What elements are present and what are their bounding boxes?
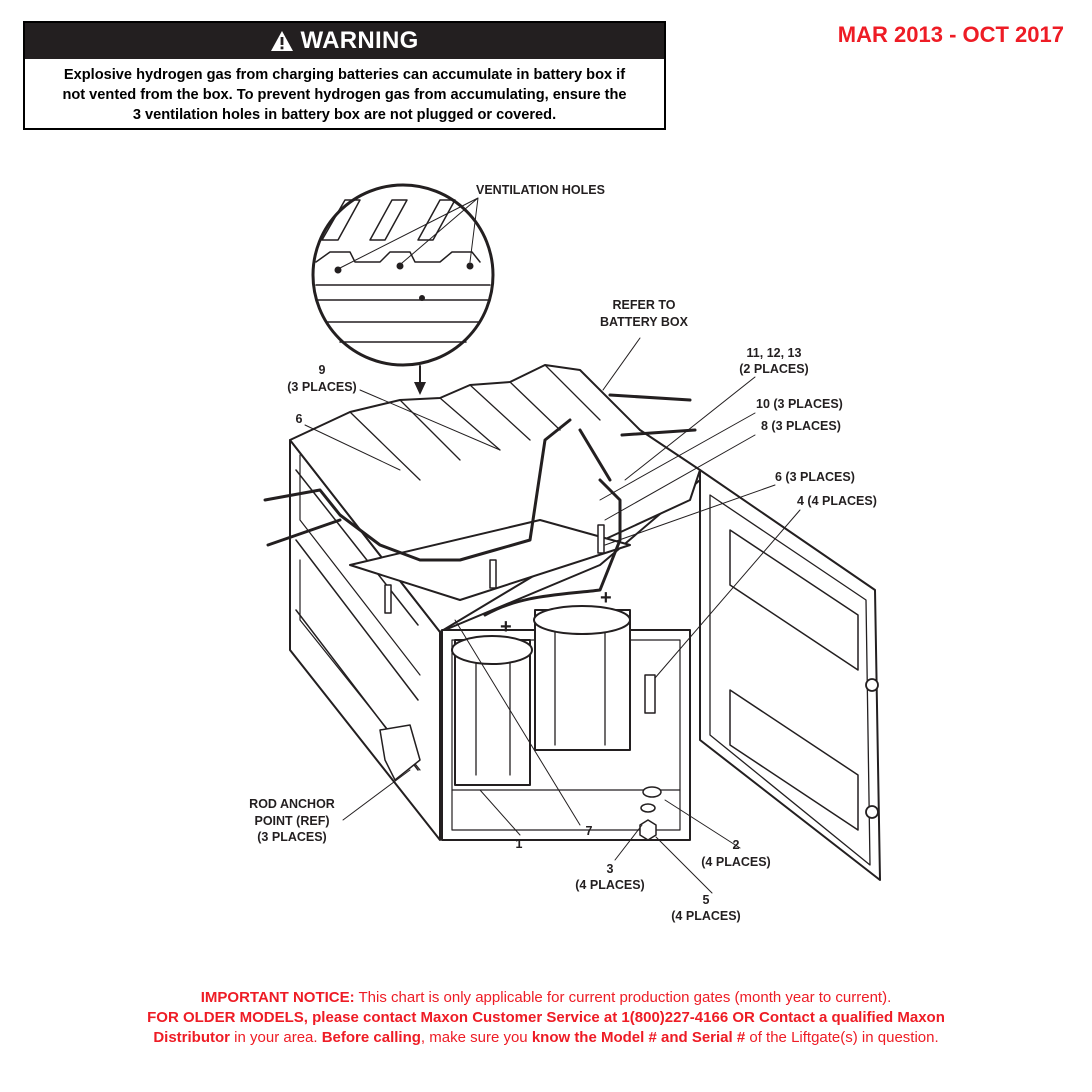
notice-text: This chart is only applicable for curren…: [354, 989, 892, 1006]
notice-text: in your area.: [230, 1029, 322, 1046]
hinge-bolt-icon: [865, 805, 879, 819]
battery-box-door: [699, 469, 881, 881]
notice-line-3: Distributor in your area. Before calling…: [0, 1028, 1092, 1048]
callout-11-places: (2 PLACES): [739, 362, 808, 376]
warning-line: not vented from the box. To prevent hydr…: [62, 87, 627, 103]
vent-hole: [396, 262, 404, 270]
callout-8: 8 (3 PLACES): [761, 419, 841, 433]
callout-11-12-13: 11, 12, 13: [747, 346, 802, 360]
notice-model-serial: know the Model # and Serial #: [531, 1029, 746, 1046]
callout-9: 9: [319, 363, 326, 377]
callout-battery-box: BATTERY BOX: [600, 315, 689, 329]
hinge-bolt-icon: [865, 678, 879, 692]
callout-9-places: (3 PLACES): [287, 380, 356, 394]
callout-2: 2: [733, 838, 740, 852]
vent-hole: [466, 262, 474, 270]
callout-ventilation-holes: VENTILATION HOLES: [476, 183, 605, 197]
notice-line-2: FOR OLDER MODELS, please contact Maxon C…: [0, 1008, 1092, 1028]
notice-contact: FOR OLDER MODELS, please contact Maxon C…: [147, 1009, 945, 1026]
callout-7: 7: [586, 824, 593, 838]
notice-distributor: Distributor: [153, 1029, 230, 1046]
callout-rod-anchor: ROD ANCHOR: [249, 797, 335, 811]
battery-plus-sign: +: [600, 587, 612, 609]
battery-plus-sign: +: [500, 616, 512, 638]
ventilation-detail-circle: [311, 183, 495, 367]
warning-box: WARNING Explosive hydrogen gas from char…: [23, 21, 666, 130]
callout-rod-anchor-places: (3 PLACES): [257, 830, 326, 844]
warning-triangle-icon: [271, 31, 294, 51]
callout-3: 3: [607, 862, 614, 876]
warning-line: 3 ventilation holes in battery box are n…: [132, 107, 557, 123]
battery-box-diagram: + + VENTILATION HOLES REFER TO BATTERY B…: [249, 183, 881, 923]
callout-rod-anchor-point: POINT (REF): [255, 814, 330, 828]
battery: [533, 605, 631, 751]
leader-lines: [304, 337, 801, 894]
warning-text: Explosive hydrogen gas from charging bat…: [25, 59, 664, 125]
warning-line: Explosive hydrogen gas from charging bat…: [63, 67, 626, 83]
callout-5: 5: [703, 893, 710, 907]
notice-line-1: IMPORTANT NOTICE: This chart is only app…: [0, 988, 1092, 1008]
callout-refer-to: REFER TO: [613, 298, 676, 312]
washer-nut-stack: [639, 786, 662, 841]
important-notice: IMPORTANT NOTICE: This chart is only app…: [0, 988, 1092, 1048]
date-range: MAR 2013 - OCT 2017: [837, 22, 1064, 47]
callout-6b: 6 (3 PLACES): [775, 470, 855, 484]
warning-title: WARNING: [300, 27, 419, 54]
callout-3-places: (4 PLACES): [575, 878, 644, 892]
notice-text: of the Liftgate(s) in question.: [745, 1029, 939, 1046]
callout-6: 6: [296, 412, 303, 426]
battery-box: [263, 364, 701, 841]
callout-5-places: (4 PLACES): [671, 909, 740, 923]
callout-4: 4 (4 PLACES): [797, 494, 877, 508]
warning-header: WARNING: [25, 23, 664, 59]
notice-before-calling: Before calling: [321, 1029, 421, 1046]
callout-10: 10 (3 PLACES): [756, 397, 843, 411]
notice-text: , make sure you: [420, 1029, 532, 1046]
battery: [451, 635, 533, 786]
notice-label: IMPORTANT NOTICE:: [200, 989, 355, 1006]
callout-2-places: (4 PLACES): [701, 855, 770, 869]
vent-hole: [334, 266, 342, 274]
callout-1: 1: [516, 837, 523, 851]
